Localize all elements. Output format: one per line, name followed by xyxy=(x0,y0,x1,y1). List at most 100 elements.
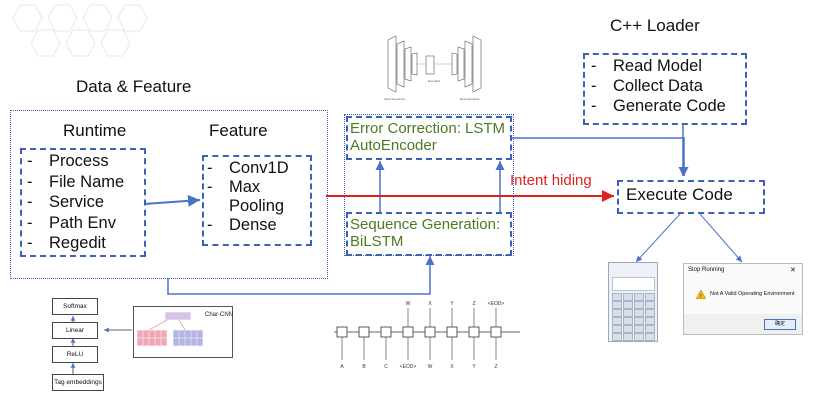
calculator-display xyxy=(612,277,655,291)
bilstm-input-label: A xyxy=(340,364,344,370)
data-feature-container xyxy=(10,110,328,279)
feature-box xyxy=(202,155,312,246)
arrow-execute-to-calc xyxy=(635,213,681,263)
calculator-key[interactable] xyxy=(623,309,633,317)
runtime-item: -Process xyxy=(27,152,109,170)
cpp-loader-box xyxy=(583,53,747,125)
feature-item: -Dense xyxy=(207,216,277,234)
calculator-key[interactable] xyxy=(623,333,633,341)
feature-item: -Max xyxy=(207,178,261,196)
bilstm-output-label: W xyxy=(406,301,411,307)
calculator-key[interactable] xyxy=(612,293,622,301)
calculator-key[interactable] xyxy=(612,309,622,317)
calculator-key[interactable] xyxy=(612,333,622,341)
bilstm-cell xyxy=(380,326,392,338)
calculator-key[interactable] xyxy=(623,293,633,301)
feature-list: -Conv1D -Max Pooling -Dense xyxy=(207,159,289,235)
calculator-key[interactable] xyxy=(634,333,644,341)
bilstm-output-label: X xyxy=(428,301,432,307)
dialog-ok-button[interactable]: 确定 xyxy=(764,319,796,330)
bilstm-input-label: W xyxy=(428,364,433,370)
calculator-key[interactable] xyxy=(645,333,655,341)
arrow-error-to-execute xyxy=(512,137,689,176)
dialog-message: Not A Valid Operating Environment xyxy=(710,291,795,297)
dialog-close-button[interactable]: ✕ xyxy=(790,267,796,274)
calculator-window xyxy=(608,262,658,342)
data-feature-title: Data & Feature xyxy=(76,77,192,96)
bilstm-input-label: <EOD> xyxy=(400,364,417,370)
calculator-key[interactable] xyxy=(634,293,644,301)
calculator-key[interactable] xyxy=(645,293,655,301)
arrow-data-to-sequence xyxy=(167,256,435,295)
calculator-key[interactable] xyxy=(612,301,622,309)
bilstm-cell xyxy=(336,326,348,338)
arrow-runtime-to-feature xyxy=(143,194,201,207)
bilstm-diagram: A B C <EOD> W X Y Z W X Y Z <EOD> xyxy=(334,301,520,370)
svg-text:Reconstructed: Reconstructed xyxy=(460,97,480,101)
bilstm-cell xyxy=(402,326,414,338)
calculator-key[interactable] xyxy=(634,309,644,317)
svg-text:Input Sequence: Input Sequence xyxy=(384,97,405,101)
runtime-item: -File Name xyxy=(27,172,125,191)
runtime-title: Runtime xyxy=(63,121,127,140)
loader-item: -Generate Code xyxy=(591,97,726,115)
runtime-item: -Service xyxy=(27,193,105,211)
error-correction-line1: Error Correction: LSTM xyxy=(350,120,506,137)
bilstm-output-label: Z xyxy=(472,301,475,307)
bilstm-output-label: <EOD> xyxy=(488,301,505,307)
feature-item: Pooling xyxy=(229,197,285,215)
calculator-key[interactable] xyxy=(623,325,633,333)
feature-item: -Conv1D xyxy=(207,159,289,177)
sequence-generation-line1: Sequence Generation: xyxy=(350,216,501,233)
calculator-key[interactable] xyxy=(645,317,655,325)
calculator-key[interactable] xyxy=(623,301,633,309)
tag-embeddings-block: Tag embeddings xyxy=(52,374,104,391)
runtime-box xyxy=(20,148,146,257)
bilstm-input-label: X xyxy=(450,364,454,370)
bilstm-cell xyxy=(358,326,370,338)
calculator-key[interactable] xyxy=(645,309,655,317)
hexagon-background xyxy=(12,4,148,57)
calculator-key[interactable] xyxy=(634,317,644,325)
bilstm-input-label: C xyxy=(384,364,388,370)
loader-item: -Read Model xyxy=(591,57,702,75)
feature-title: Feature xyxy=(209,121,268,140)
svg-text:!: ! xyxy=(700,294,702,299)
linear-block: Linear xyxy=(52,322,98,339)
calculator-key[interactable] xyxy=(634,301,644,309)
cpp-loader-title: C++ Loader xyxy=(610,16,700,35)
calculator-key[interactable] xyxy=(634,325,644,333)
loader-item: -Collect Data xyxy=(591,77,703,95)
arrow-execute-to-dialog xyxy=(699,213,743,263)
calculator-key[interactable] xyxy=(612,317,622,325)
calculator-key[interactable] xyxy=(645,325,655,333)
bilstm-cell xyxy=(424,326,436,338)
autoencoder-thumbnail: Input Sequence Encoded Reconstructed xyxy=(384,35,482,101)
bilstm-output-label: Y xyxy=(450,301,454,307)
execute-code-label: Execute Code xyxy=(626,185,733,204)
sequence-generation-line2: BiLSTM xyxy=(350,233,404,250)
execute-code-box xyxy=(617,180,765,214)
calculator-key[interactable] xyxy=(623,317,633,325)
error-correction-box xyxy=(346,116,512,160)
calculator-key[interactable] xyxy=(645,301,655,309)
bilstm-input-label: B xyxy=(362,364,366,370)
stop-running-dialog: Stop Running ✕ ! Not A Valid Operating E… xyxy=(683,263,803,335)
intent-hiding-label: Intent hiding xyxy=(510,172,592,189)
char-cnn-grid xyxy=(136,311,204,347)
bilstm-input-label: Z xyxy=(494,364,497,370)
bilstm-cell xyxy=(446,326,458,338)
char-cnn-label: Char-CNN xyxy=(205,312,234,318)
bilstm-input-label: Y xyxy=(472,364,476,370)
relu-block: ReLU xyxy=(52,346,98,363)
runtime-item: -Path Env xyxy=(27,213,116,232)
softmax-block: Softmax xyxy=(52,298,98,315)
dialog-title: Stop Running xyxy=(688,267,725,273)
calculator-key[interactable] xyxy=(612,325,622,333)
runtime-list: -Process -File Name -Service -Path Env -… xyxy=(27,151,124,254)
sequence-generation-box xyxy=(346,212,512,256)
runtime-item: -Regedit xyxy=(27,234,106,252)
bilstm-cell xyxy=(490,326,502,338)
loader-list: -Read Model -Collect Data -Generate Code xyxy=(591,56,726,116)
